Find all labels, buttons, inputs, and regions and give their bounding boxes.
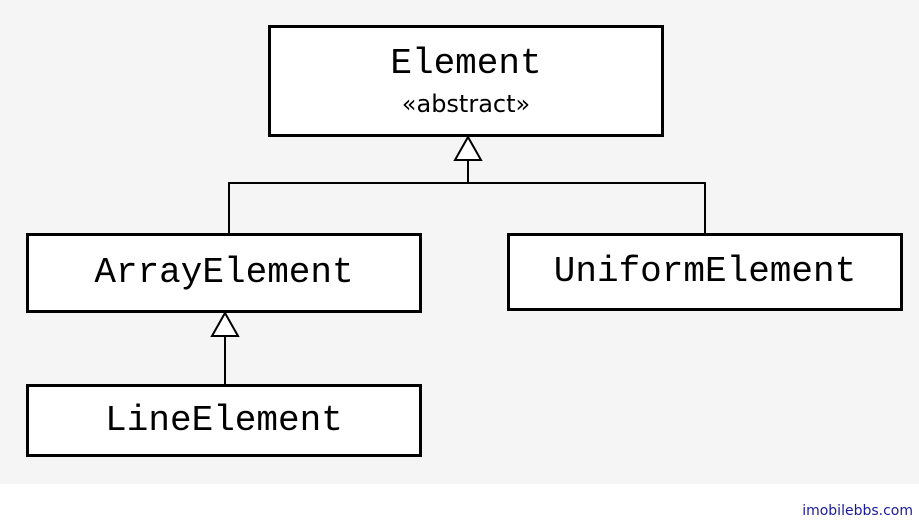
generalization-arrowhead-element	[453, 134, 483, 161]
stereotype-abstract: «abstract»	[401, 90, 531, 118]
class-array-element: ArrayElement	[26, 233, 422, 313]
class-element: Element «abstract»	[268, 25, 664, 137]
watermark-text: imobilebbs.com	[802, 503, 913, 519]
class-uniform-element: UniformElement	[507, 233, 903, 311]
class-line-element: LineElement	[26, 384, 422, 457]
inheritance-connectors	[210, 134, 706, 384]
generalization-line-array-element	[228, 182, 468, 233]
class-name-uniform-element: UniformElement	[553, 251, 857, 292]
class-name-element: Element	[390, 43, 542, 84]
class-name-array-element: ArrayElement	[94, 252, 354, 293]
generalization-arrowhead-array-element	[210, 310, 240, 337]
diagram-canvas: Element «abstract» ArrayElement UniformE…	[26, 25, 903, 457]
generalization-line-uniform-element	[468, 182, 706, 233]
class-name-line-element: LineElement	[105, 399, 343, 441]
